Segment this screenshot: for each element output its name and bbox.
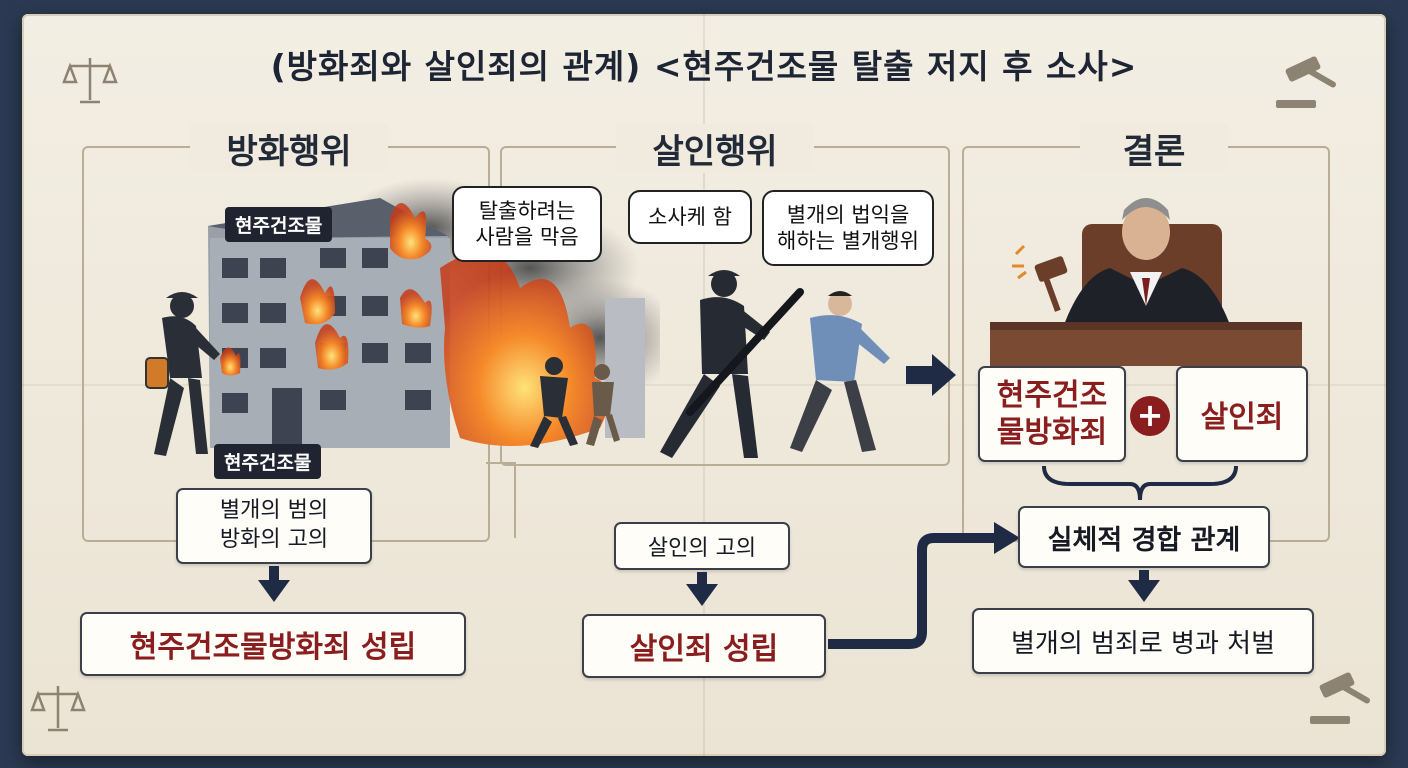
arson-connector-vertical <box>514 462 516 538</box>
crime-a-line-1: 현주건조 <box>996 377 1108 413</box>
murder-bubble-right-line-2: 해하는 별개행위 <box>777 229 919 253</box>
murder-speech-bubble-right: 별개의 법익을 해하는 별개행위 <box>762 190 934 266</box>
crime-b-box: 살인죄 <box>1176 366 1308 462</box>
murder-bubble-left-text: 소사케 함 <box>648 204 732 229</box>
murder-intent-box: 살인의 고의 <box>614 522 790 570</box>
building-label-bottom: 현주건조물 <box>214 444 322 479</box>
scales-icon-bottom <box>30 686 86 732</box>
attack-illustration <box>660 270 890 458</box>
relation-box: 실체적 경합 관계 <box>1018 506 1270 568</box>
murder-arrow-down-icon <box>686 584 718 606</box>
conclusion-arrow-stem <box>1139 570 1149 582</box>
arson-arrow-down-icon <box>258 580 290 602</box>
arson-intent-line-1: 별개의 범의 <box>219 498 329 524</box>
arson-bubble-line-2: 사람을 막음 <box>475 225 579 249</box>
arson-bubble-line-1: 탈출하려는 <box>478 198 576 223</box>
conclusion-arrow-down-icon <box>1128 580 1160 602</box>
murder-arrow-stem <box>697 572 707 586</box>
gavel-icon <box>1276 56 1336 108</box>
arson-intent-line-2: 방화의 고의 <box>219 527 329 552</box>
arson-heading: 방화행위 <box>190 124 388 173</box>
arson-connector-line <box>486 462 516 464</box>
plus-symbol: + <box>1136 396 1164 434</box>
crime-a-line-2: 물방화죄 <box>996 415 1108 450</box>
arson-intent-box: 별개의 범의 방화의 고의 <box>176 488 372 564</box>
page-title: (방화죄와 살인죄의 관계) <현주건조물 탈출 저지 후 소사> <box>270 47 1138 86</box>
punishment-box: 별개의 범죄로 병과 처벌 <box>972 608 1314 674</box>
arrow-right-icon <box>906 354 956 396</box>
murder-heading: 살인행위 <box>616 124 814 173</box>
plus-icon: + <box>1130 396 1170 436</box>
judge-illustration <box>990 198 1302 366</box>
conclusion-heading: 결론 <box>1080 124 1228 173</box>
murder-result-box: 살인죄 성립 <box>582 614 826 678</box>
arson-arrow-stem <box>269 566 279 582</box>
bracket-icon <box>1042 465 1238 501</box>
murder-speech-bubble-left: 소사케 함 <box>628 190 752 244</box>
murder-bubble-right-line-1: 별개의 법익을 <box>786 202 910 227</box>
gavel-icon-bottom <box>1310 672 1370 724</box>
crime-a-box: 현주건조 물방화죄 <box>978 366 1126 462</box>
connector-arrow-icon <box>828 522 1020 649</box>
building-label-top: 현주건조물 <box>225 207 333 242</box>
arson-result-box: 현주건조물방화죄 성립 <box>80 612 466 676</box>
arson-speech-bubble: 탈출하려는 사람을 막음 <box>452 186 602 262</box>
scales-icon <box>62 58 118 104</box>
